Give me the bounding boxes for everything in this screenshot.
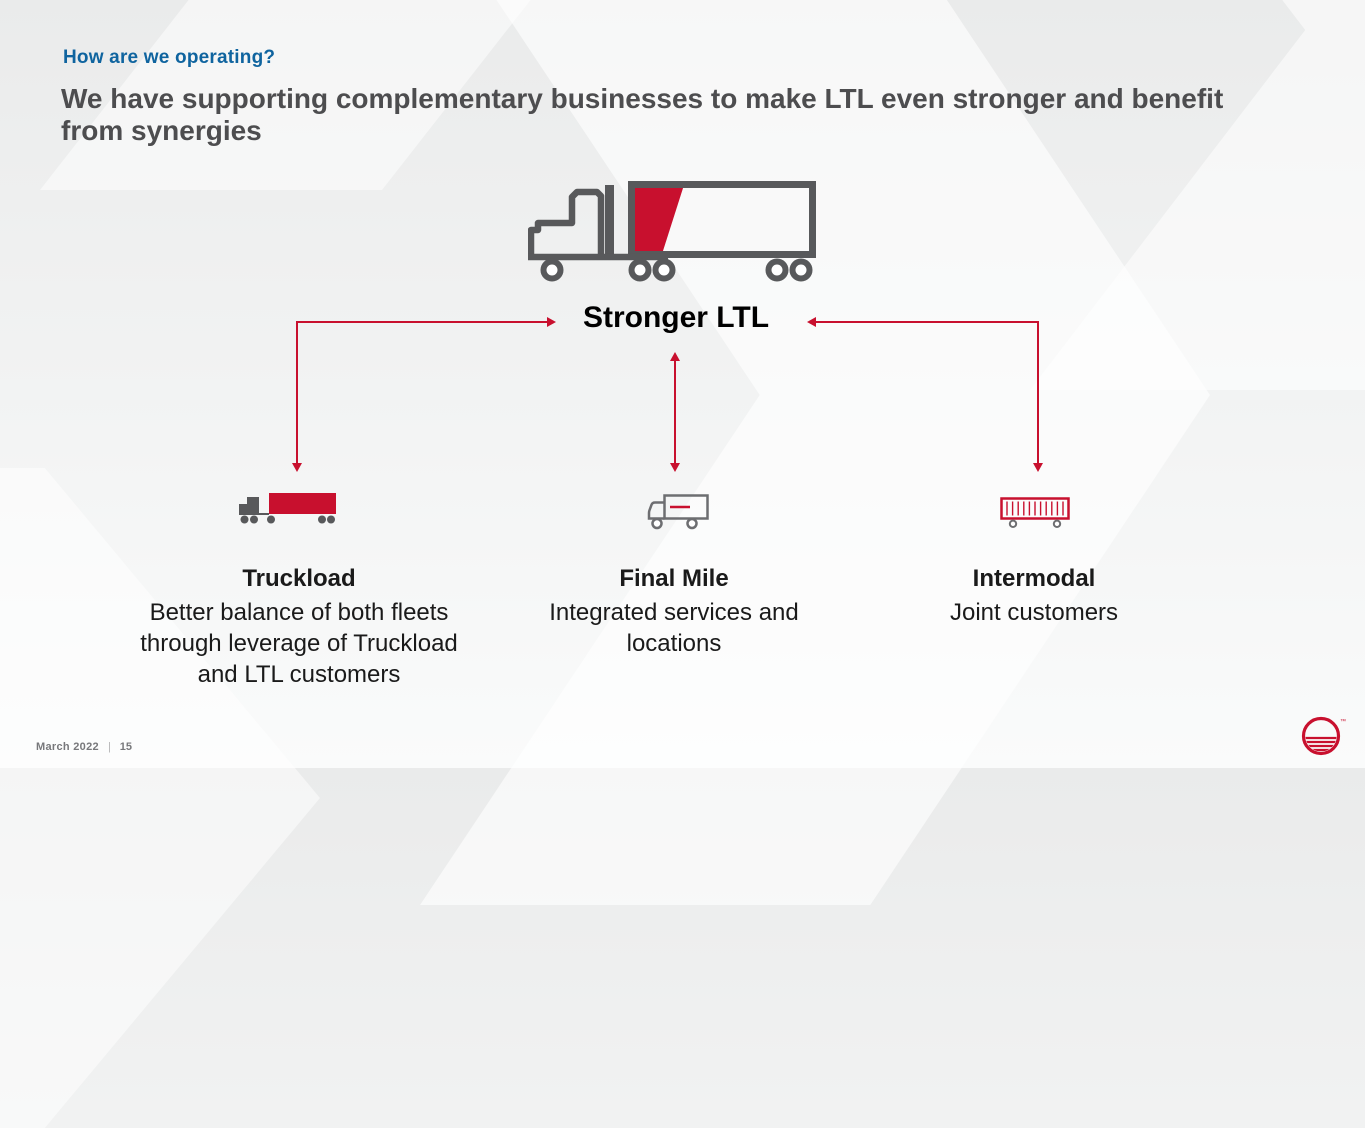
column-title-intermodal: Intermodal xyxy=(972,565,1096,592)
slide-footer: March 2022 | 15 xyxy=(36,741,132,753)
svg-text:™: ™ xyxy=(1340,718,1346,725)
arrowhead-down-icon xyxy=(292,463,302,472)
slide-title: We have supporting complementary busines… xyxy=(61,83,1224,146)
stronger-ltl-label: Stronger LTL xyxy=(582,301,770,334)
column-description-intermodal: Joint customers xyxy=(949,599,1119,626)
arrowhead-down-icon xyxy=(670,463,680,472)
footer-separator: | xyxy=(107,741,111,753)
slide-kicker: How are we operating? xyxy=(63,47,276,68)
column-description-final-mile: Integrated services and locations xyxy=(549,599,799,657)
final-mile-column: Final Mile Integrated services and locat… xyxy=(524,563,824,659)
intermodal-container-icon xyxy=(1000,497,1070,528)
page-number: 15 xyxy=(119,741,133,753)
intermodal-column: Intermodal Joint customers xyxy=(884,563,1184,628)
truckload-truck-icon xyxy=(239,493,336,524)
semi-truck-icon xyxy=(528,181,816,282)
final-mile-truck-icon xyxy=(647,494,709,530)
arrowhead-right-icon xyxy=(547,317,556,327)
arrowhead-left-icon xyxy=(807,317,816,327)
column-title-final-mile: Final Mile xyxy=(619,565,729,592)
column-title-truckload: Truckload xyxy=(242,565,356,592)
background-chevron xyxy=(1030,0,1365,390)
arrowhead-down-icon xyxy=(1033,463,1043,472)
truckload-column: Truckload Better balance of both fleets … xyxy=(129,563,469,690)
slide-date: March 2022 xyxy=(36,741,99,753)
column-description-truckload: Better balance of both fleets through le… xyxy=(140,599,458,688)
arrowhead-up-icon xyxy=(670,352,680,361)
company-logo-icon: ™ xyxy=(1301,716,1346,756)
